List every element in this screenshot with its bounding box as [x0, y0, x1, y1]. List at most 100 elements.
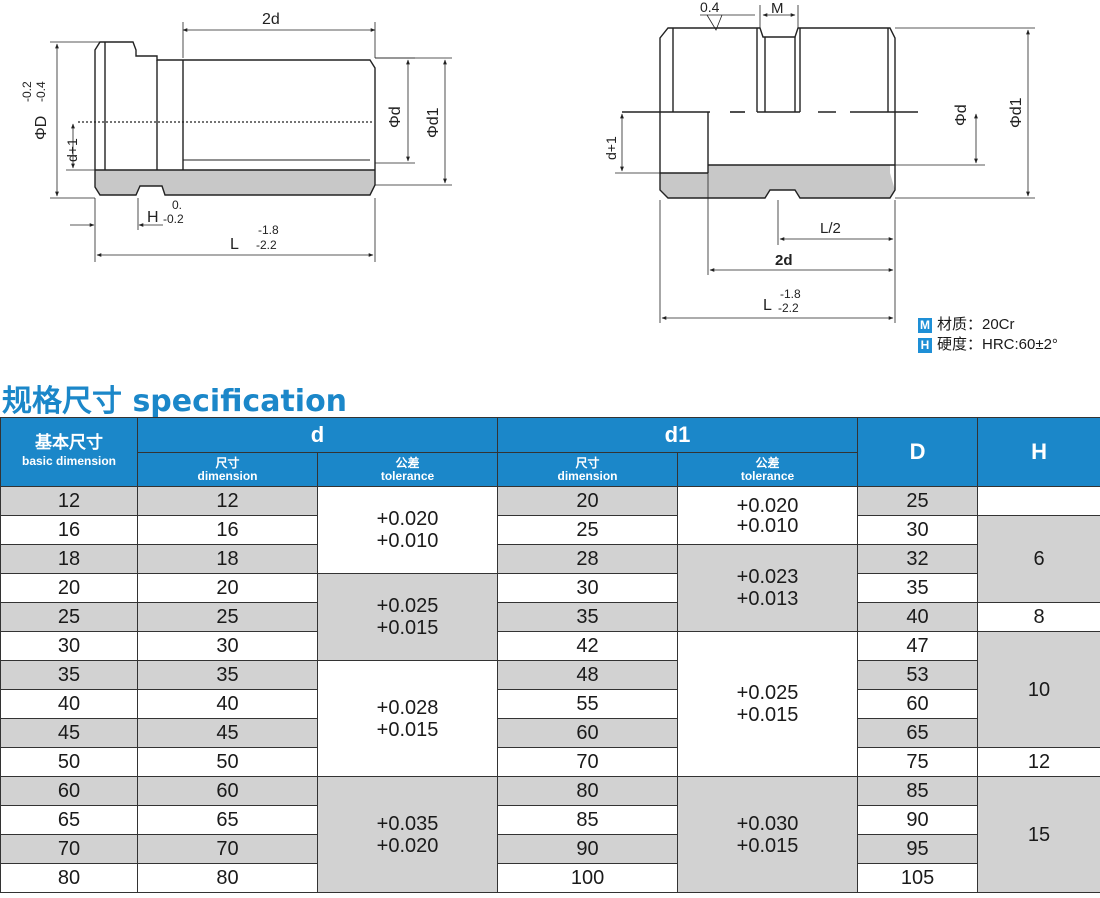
cell-D: 95 [857, 834, 979, 864]
table-row: 12 12 +0.020+0.010 20 +0.020+0.010 25 [0, 486, 1100, 574]
header-d-tolerance-cn: 公差 [395, 455, 420, 470]
header-basic-dimension: 基本尺寸 basic dimension [0, 417, 138, 487]
cell-D: 105 [857, 863, 979, 893]
cell-basic: 35 [0, 660, 138, 690]
hardness-text: 硬度：HRC:60±2° [937, 336, 1058, 353]
spec-table-wrapper: 基本尺寸 basic dimension d d1 D H 尺寸 dimensi… [0, 417, 1100, 895]
cell-basic: 45 [0, 718, 138, 748]
cell-d1: 55 [497, 689, 679, 719]
cell-d1: 70 [497, 747, 679, 777]
tol-lower: +0.015 [736, 834, 799, 857]
table-row: 25 25 35 40 8 [0, 602, 1100, 632]
dim-2d-label: 2d [262, 11, 280, 28]
dim-M-label: M [771, 0, 784, 17]
dim-phiD-tol-lower: -0.4 [34, 81, 48, 102]
spec-title: 规格尺寸 specification [2, 384, 348, 419]
cell-d: 80 [137, 863, 318, 893]
cell-d1: 30 [497, 573, 679, 603]
dim-2d-label: 2d [775, 252, 793, 269]
cell-d: 35 [137, 660, 318, 690]
right-drawing-labels: 0.4 M d+1 Φd Φd1 L/2 2d L -1.8 -2.2 [603, 0, 1025, 315]
dim-phiD-label: ΦD [33, 116, 50, 140]
cell-basic: 25 [0, 602, 138, 632]
dim-phi-d1-label: Φd1 [425, 107, 442, 138]
dim-H-tol-lower: -0.2 [163, 212, 184, 226]
table-row: 70 70 90 95 [0, 834, 1100, 864]
header-d1-dimension: 尺寸 dimension [497, 452, 679, 487]
material-tag: M [918, 317, 932, 333]
cell-D: 32 [857, 544, 979, 574]
cell-d: 40 [137, 689, 318, 719]
header-d1-tolerance-en: tolerance [740, 468, 795, 483]
tol-upper: +0.020 [376, 508, 439, 530]
tol-upper: +0.025 [736, 682, 799, 704]
cell-H-empty [977, 486, 1100, 516]
cell-d1: 25 [497, 515, 679, 545]
cell-d1: 20 [497, 486, 679, 516]
legend-material-row: M 材质：20Cr [918, 315, 1058, 335]
tol-upper: +0.025 [376, 595, 439, 617]
cell-D: 85 [857, 776, 979, 806]
dim-phi-d-label: Φd [387, 106, 404, 128]
header-d1-dimension-cn: 尺寸 [575, 455, 600, 470]
cell-d1-tolerance: +0.020+0.010 [677, 486, 859, 545]
header-d: d [136, 417, 499, 453]
dim-L-half-label: L/2 [820, 220, 841, 237]
cell-d1-tolerance: +0.030+0.015 [677, 776, 859, 893]
table-row: 45 45 60 65 [0, 718, 1100, 748]
tol-upper: +0.028 [376, 696, 439, 719]
header-H: H [977, 417, 1100, 487]
cell-d: 45 [137, 718, 318, 748]
dim-phi-d1-label: Φd1 [1008, 97, 1025, 128]
tol-lower: +0.013 [736, 588, 799, 610]
cell-d1: 90 [497, 834, 679, 864]
cell-basic: 16 [0, 515, 138, 545]
cell-D: 47 [857, 631, 979, 661]
cell-D: 35 [857, 573, 979, 603]
header-d1-dimension-en: dimension [557, 468, 618, 483]
cell-basic: 12 [0, 486, 138, 516]
dim-d-plus-1-label: d+1 [64, 138, 80, 162]
dim-phi-d-label: Φd [953, 104, 970, 126]
tol-upper: +0.020 [736, 494, 799, 517]
cell-d1-tolerance: +0.025+0.015 [677, 631, 859, 777]
cell-d1: 80 [497, 776, 679, 806]
dim-L-label: L [763, 297, 772, 314]
cell-d1: 60 [497, 718, 679, 748]
cell-basic: 20 [0, 573, 138, 603]
cell-basic: 30 [0, 631, 138, 661]
cell-d1: 42 [497, 631, 679, 661]
tol-upper: +0.035 [376, 812, 439, 835]
dim-phiD-tol-upper: -0.2 [20, 81, 34, 102]
cell-D: 60 [857, 689, 979, 719]
spec-table: 基本尺寸 basic dimension d d1 D H 尺寸 dimensi… [0, 417, 1100, 893]
cell-D: 65 [857, 718, 979, 748]
cell-basic: 60 [0, 776, 138, 806]
tol-lower: +0.015 [736, 704, 799, 726]
table-row: 16 16 25 30 6 [0, 515, 1100, 603]
dim-04-label: 0.4 [700, 0, 720, 15]
left-bushing-drawing [50, 22, 452, 262]
technical-drawing: 2d ΦD -0.2 -0.4 d+1 Φd Φd1 H 0. -0.2 L -… [20, 0, 1035, 323]
cell-d: 12 [137, 486, 318, 516]
table-row: 40 40 55 60 [0, 689, 1100, 719]
header-basic-cn: 基本尺寸 [35, 433, 103, 452]
cell-H: 6 [977, 515, 1100, 603]
table-row: 65 65 85 90 [0, 805, 1100, 835]
cell-basic: 65 [0, 805, 138, 835]
table-row: 60 60 +0.035+0.020 80 +0.030+0.015 85 15 [0, 776, 1100, 893]
cell-d: 25 [137, 602, 318, 632]
tol-lower: +0.015 [376, 718, 439, 741]
cell-d1: 28 [497, 544, 679, 574]
cell-d: 18 [137, 544, 318, 574]
table-row: 20 20 +0.025+0.015 30 35 [0, 573, 1100, 661]
cell-D: 75 [857, 747, 979, 777]
cell-d1: 100 [497, 863, 679, 893]
dim-H-label: H [147, 209, 159, 226]
cell-d-tolerance: +0.020+0.010 [316, 486, 499, 574]
cell-H: 10 [977, 631, 1100, 748]
material-legend: M 材质：20Cr H 硬度：HRC:60±2° [918, 315, 1058, 355]
table-row: 35 35 +0.028+0.015 48 53 [0, 660, 1100, 777]
tol-lower: +0.020 [376, 834, 439, 857]
tol-lower: +0.010 [376, 530, 439, 552]
